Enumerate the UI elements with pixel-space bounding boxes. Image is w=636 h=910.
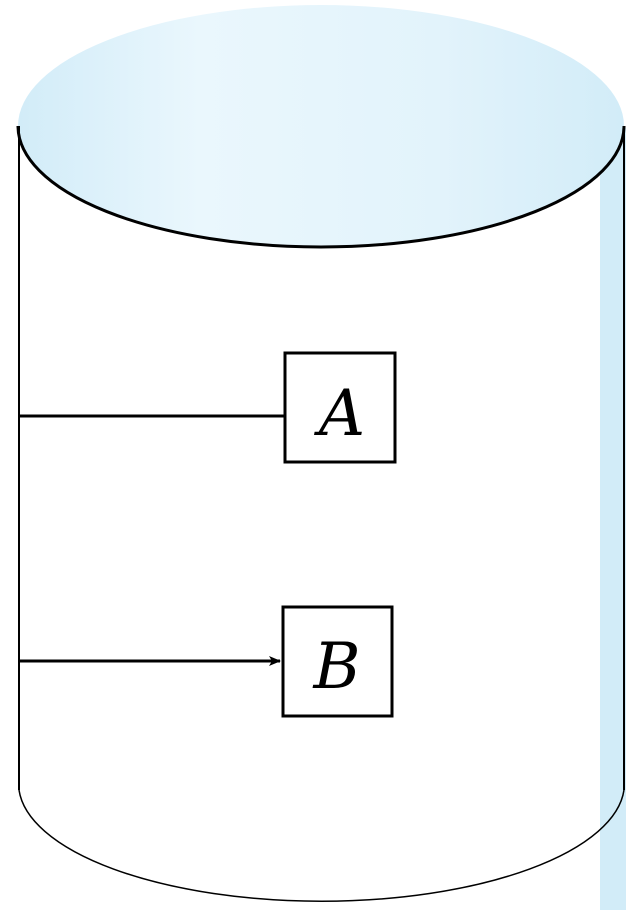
box-a-frame [283,351,397,464]
cylinder-top [18,5,624,247]
box-b-label: B [312,630,360,704]
cylinder-bottom-edge [18,789,625,902]
box-b: B [281,605,394,718]
box-a: A [283,351,397,464]
cylinder-side-shading [600,128,626,910]
box-b-frame [281,605,394,718]
box-a-label: A [314,377,365,451]
cylinder-top-front-edge [16,125,626,249]
